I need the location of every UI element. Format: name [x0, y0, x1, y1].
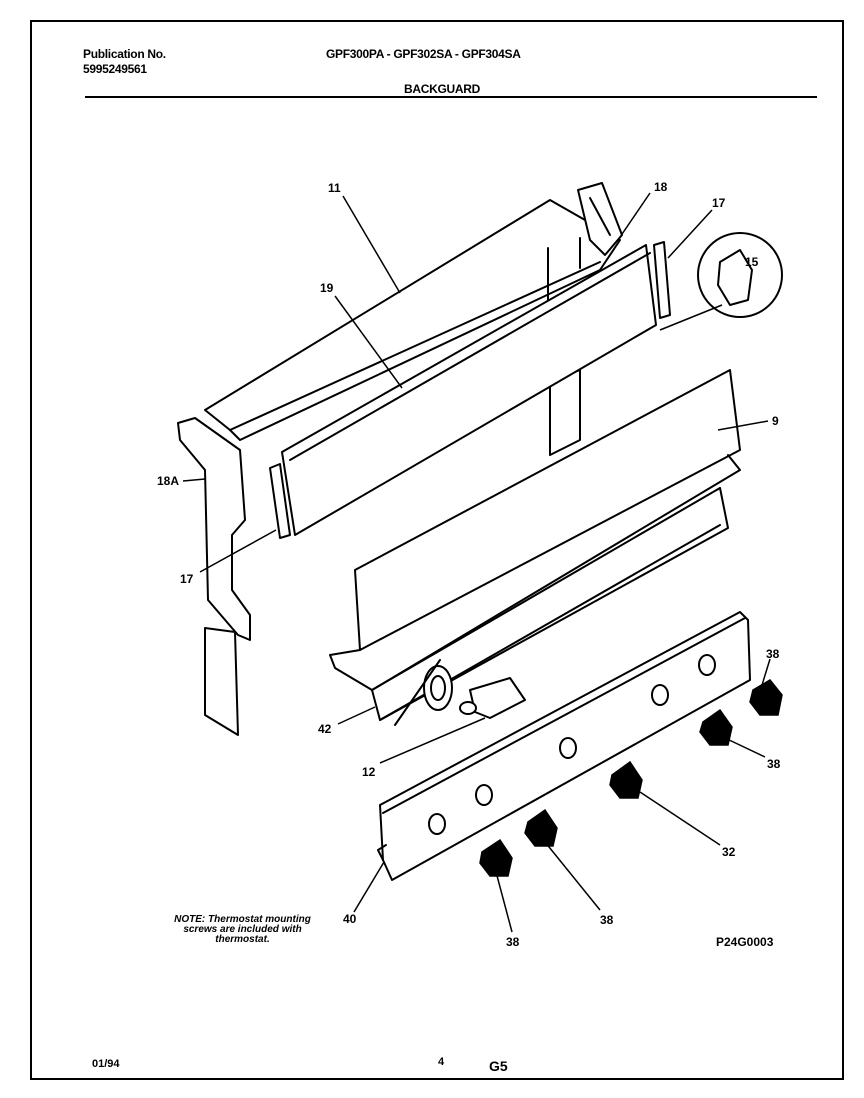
callout-38-mid: 38	[600, 913, 614, 927]
section-title: BACKGUARD	[404, 82, 480, 96]
thermostat-note: NOTE: Thermostat mounting screws are inc…	[150, 915, 335, 945]
figure-code: P24G0003	[716, 935, 774, 949]
right-trim-strip-part	[653, 241, 671, 319]
callout-38-right: 38	[767, 757, 781, 771]
knob-38-lower	[479, 838, 513, 877]
callout-40: 40	[343, 912, 357, 926]
callout-18: 18	[654, 180, 668, 194]
leader-lines	[182, 192, 771, 933]
knob-38-upper	[749, 679, 783, 716]
knob-38-mid	[524, 808, 558, 847]
callout-9: 9	[772, 414, 779, 428]
footer-page-number: 4	[438, 1056, 445, 1068]
callout-17-right: 17	[712, 196, 726, 210]
note-line-2: screws are included with	[183, 924, 302, 935]
detail-circle-part-15	[697, 232, 783, 318]
callout-15: 15	[745, 255, 759, 269]
thermostat-part	[394, 659, 526, 726]
left-end-bracket-part	[177, 417, 251, 736]
right-end-bracket-part	[577, 182, 623, 256]
callout-11: 11	[328, 181, 341, 195]
knob-38-right	[699, 708, 733, 746]
control-knobs	[479, 679, 783, 877]
publication-number: 5995249561	[83, 62, 147, 76]
callout-38-upper: 38	[766, 647, 780, 661]
note-line-3: thermostat.	[215, 934, 270, 945]
callout-12: 12	[362, 765, 376, 779]
control-panel-trim-part	[329, 369, 741, 721]
glass-panel-part	[281, 244, 657, 536]
callout-32: 32	[722, 845, 736, 859]
callout-19: 19	[320, 281, 334, 295]
manifold-panel-part	[377, 611, 751, 881]
callout-38-lower: 38	[506, 935, 520, 949]
left-trim-strip-part	[269, 463, 291, 539]
publication-label: Publication No.	[83, 47, 166, 61]
footer-code: G5	[489, 1058, 508, 1074]
footer-date: 01/94	[92, 1058, 120, 1070]
callout-17-left: 17	[180, 572, 194, 586]
knob-32	[609, 760, 643, 799]
callout-42: 42	[318, 722, 332, 736]
backguard-shell-part	[204, 199, 621, 456]
note-line-1: NOTE: Thermostat mounting	[174, 914, 311, 925]
header-rule	[85, 96, 817, 98]
model-numbers: GPF300PA - GPF302SA - GPF304SA	[326, 47, 521, 61]
page-border	[30, 20, 844, 1080]
callout-18A: 18A	[157, 474, 180, 488]
